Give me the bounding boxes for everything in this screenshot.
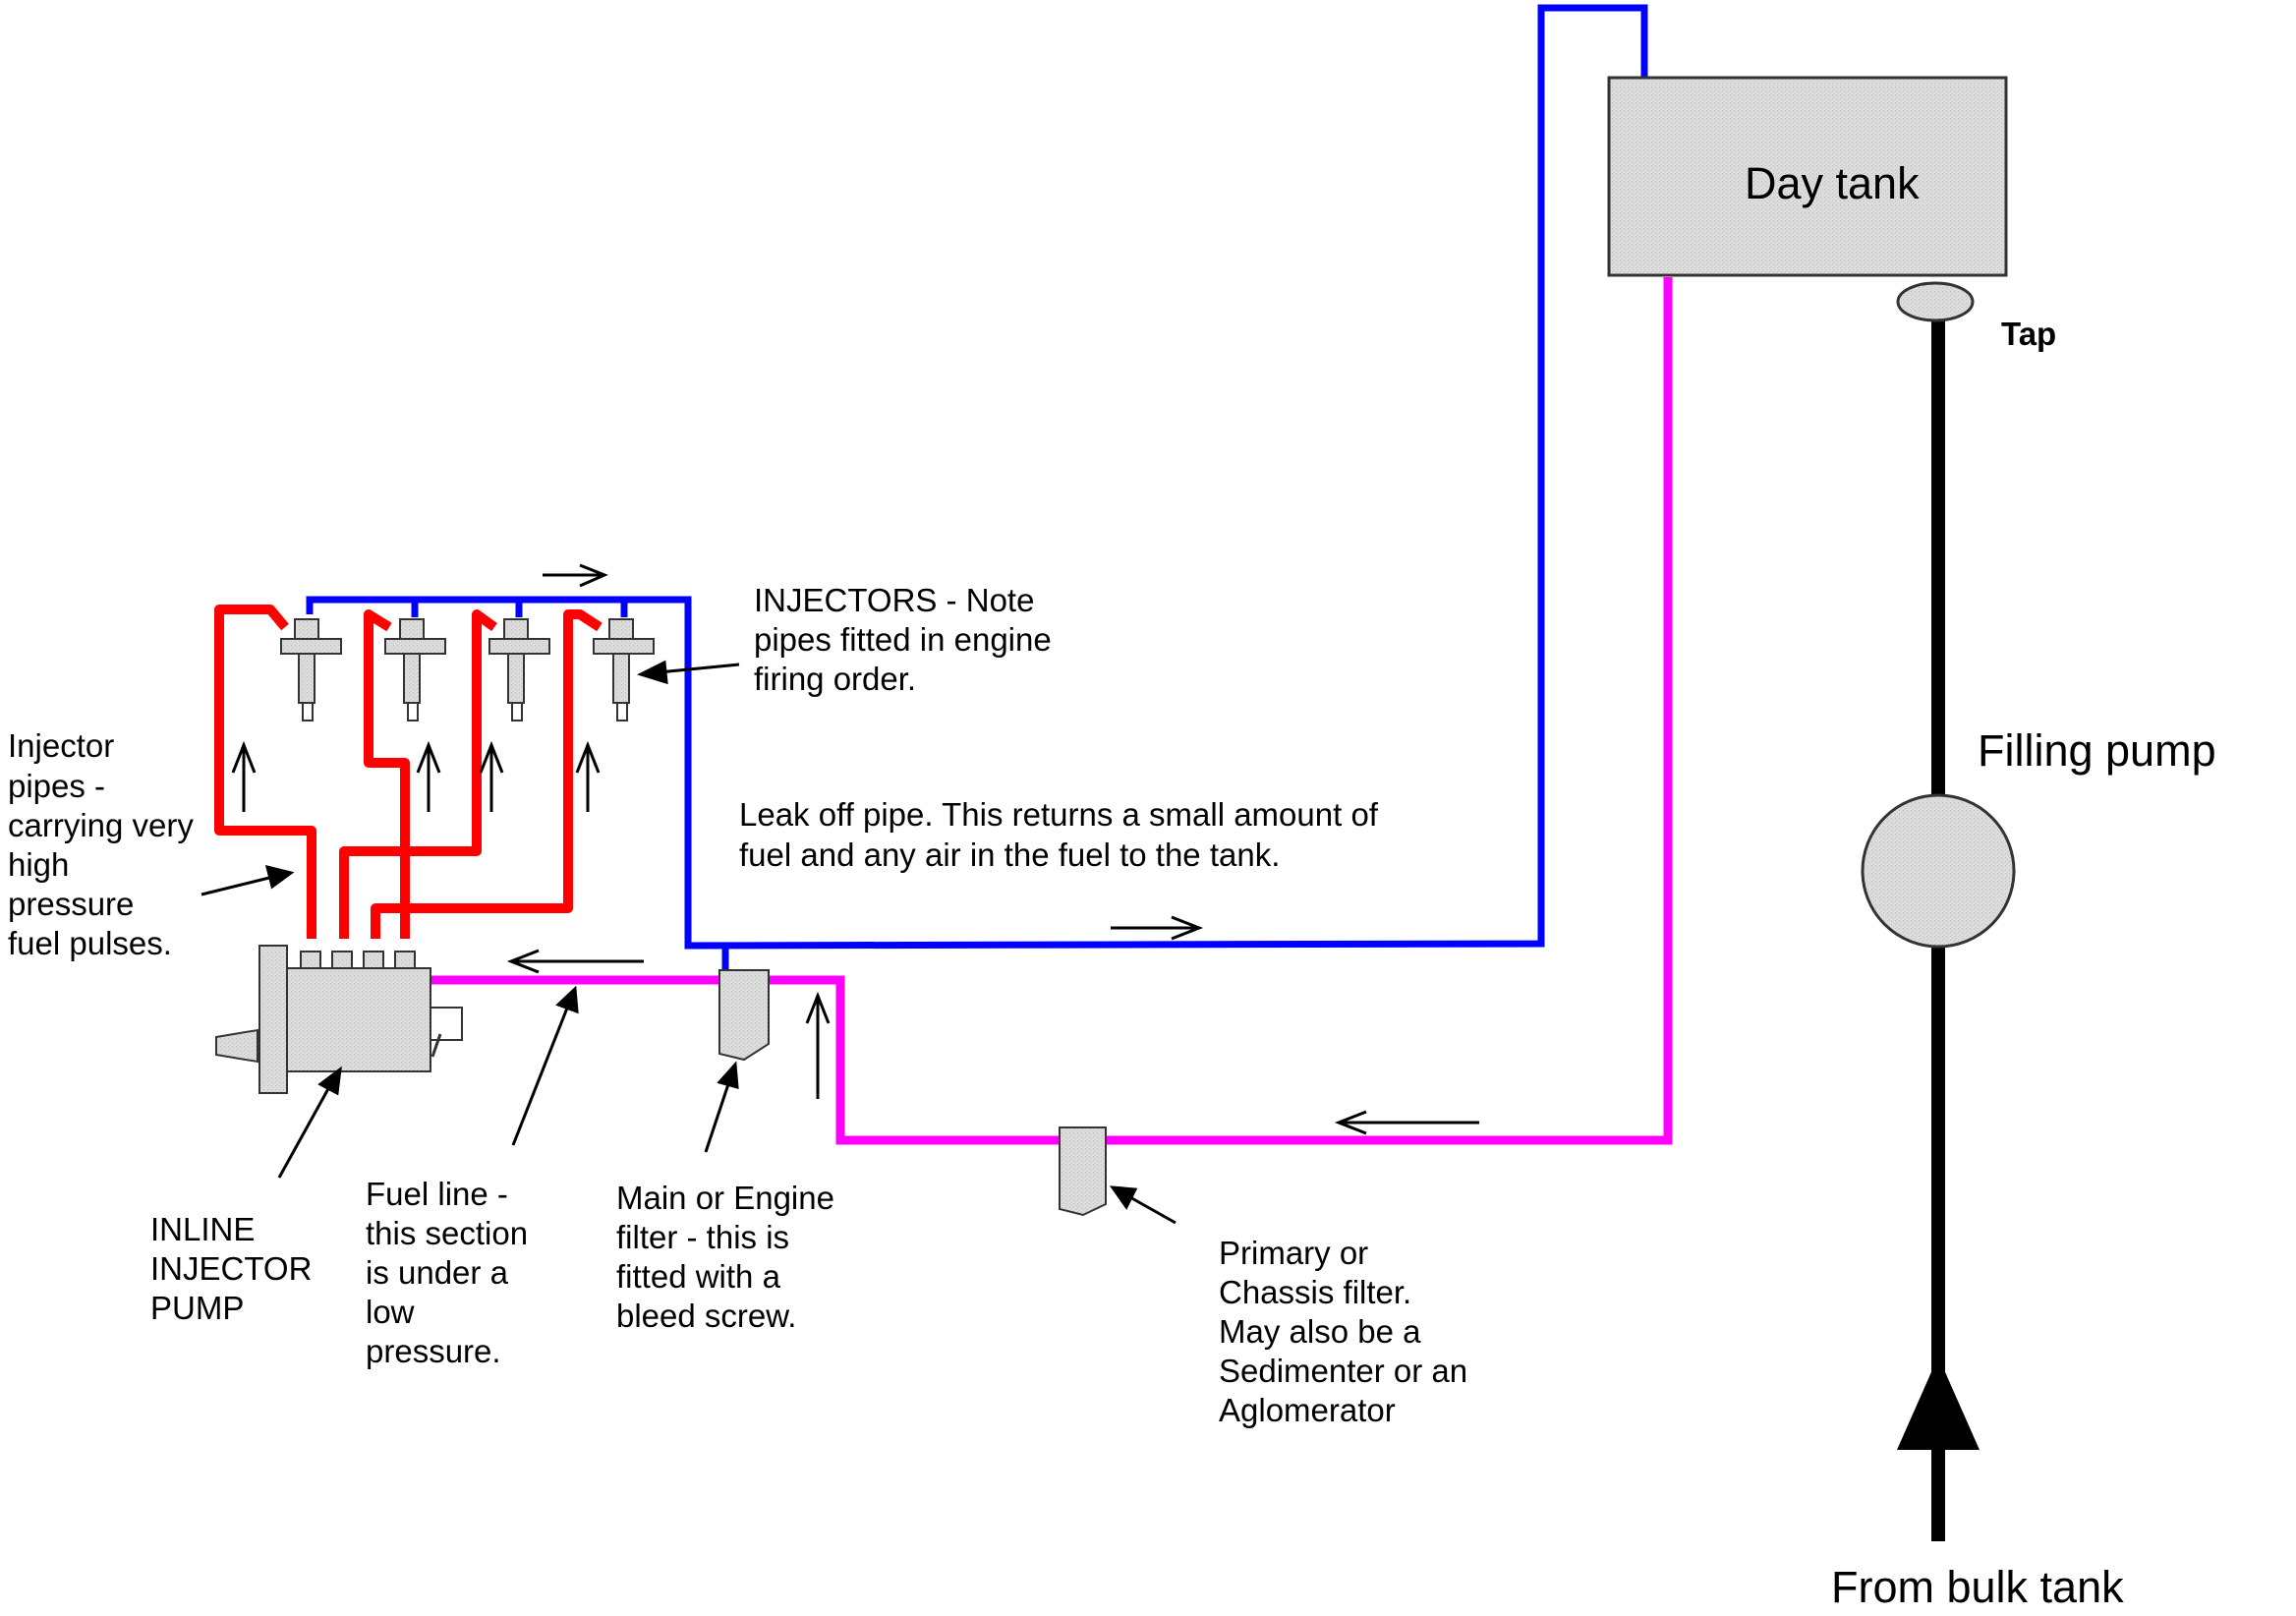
injector-2: [384, 618, 446, 721]
injector-pipe-4: [371, 609, 603, 939]
primary-chassis-filter: [1059, 1126, 1107, 1217]
injector-pipe-1: [214, 605, 316, 939]
main-filter-label: Main or Engine filter - this is fitted w…: [616, 1180, 843, 1334]
flow-arrow-up-filter: [805, 991, 831, 1099]
injector-3: [488, 618, 550, 721]
flow-arrow-left-primary: [1334, 1110, 1479, 1135]
tap-valve: [1896, 281, 1975, 322]
leader-injectors: [636, 660, 740, 685]
inline-pump-label: INLINE INJECTOR PUMP: [150, 1211, 321, 1326]
leak-off-pipe: [306, 4, 1648, 950]
from-bulk-tank-label: From bulk tank: [1831, 1562, 2124, 1612]
fuel-line-label: Fuel line - this section is under a low …: [366, 1176, 537, 1369]
flow-arrow-left-fuel-line: [506, 949, 644, 974]
filling-pump-label: Filling pump: [1978, 725, 2216, 776]
flow-arrow-up-pipe-3: [479, 740, 504, 812]
flow-arrow-right-leak-top: [543, 563, 608, 588]
flow-arrow-up-pipe-2: [416, 740, 441, 812]
injector-pipes-label: Injector pipes - carrying very high pres…: [8, 727, 202, 961]
injector-pipe-2: [364, 609, 410, 939]
leader-injector-pipes: [201, 864, 295, 896]
fuel-line: [423, 277, 1673, 1145]
injector-1: [280, 618, 342, 721]
injectors-label: INJECTORS - Note pipes fitted in engine …: [754, 582, 1061, 697]
flow-arrow-up-pipe-1: [231, 740, 257, 812]
main-engine-filter: [718, 969, 770, 1062]
filling-pump: [1861, 793, 2016, 949]
leader-fuel-line: [511, 985, 579, 1146]
primary-filter-label: Primary or Chassis filter. May also be a…: [1219, 1235, 1476, 1428]
leak-off-label: Leak off pipe. This returns a small amou…: [739, 796, 1387, 873]
inline-injector-pump: [215, 945, 463, 1094]
flow-arrow-up-pipe-4: [575, 740, 601, 812]
flow-arrow-up-bulk: [1897, 1356, 1980, 1450]
day-tank: [1607, 76, 2008, 277]
leader-primary-filter: [1109, 1185, 1177, 1225]
tap-label: Tap: [2001, 316, 2056, 352]
injector-4: [593, 618, 655, 721]
leader-inline-pump: [277, 1066, 342, 1179]
leader-main-filter: [704, 1061, 739, 1153]
injector-pipe-3: [339, 609, 497, 939]
flow-arrow-right-leak-return: [1111, 915, 1204, 941]
day-tank-label: Day tank: [1745, 158, 1920, 208]
